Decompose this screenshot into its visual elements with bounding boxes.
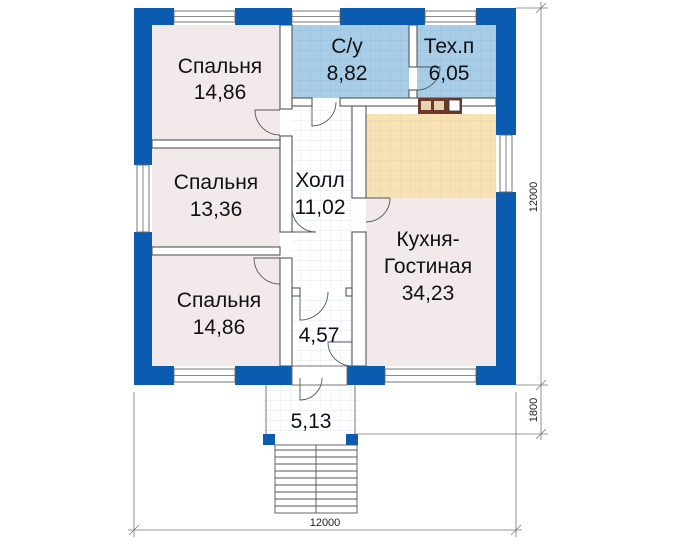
bedroom-mid-name: Спальня <box>174 171 258 194</box>
door-bath <box>311 101 337 127</box>
door-kitchen <box>365 197 391 223</box>
door-bedroom-top <box>254 109 281 136</box>
stairs <box>274 444 358 514</box>
entrance <box>265 365 356 434</box>
kitchen-name-line2: Гостиная <box>384 255 472 278</box>
floor-bedroom-top <box>152 25 280 140</box>
door-entrance <box>299 377 323 401</box>
floor-hall <box>292 106 352 288</box>
floor-kitchen-living <box>366 198 496 366</box>
floor-vestibule <box>292 296 352 366</box>
exterior-walls <box>134 8 516 445</box>
door-swings <box>253 66 441 401</box>
door-vestibule <box>299 291 329 321</box>
bedroom-top-area: 14,86 <box>194 81 247 104</box>
bedroom-mid-area: 13,36 <box>190 198 243 221</box>
kitchen-name-line1: Кухня- <box>396 228 459 251</box>
dimension-width: 12000 <box>310 517 341 529</box>
tech-room-area: 6,05 <box>429 62 470 85</box>
door-bedroom-mid <box>291 207 317 233</box>
hall-area: 11,02 <box>295 196 346 219</box>
porch-area: 5,13 <box>291 410 332 433</box>
door-tech <box>416 66 441 91</box>
floor-bedroom-mid <box>152 148 280 247</box>
floors <box>152 25 496 434</box>
door-vestibule-closet <box>327 341 353 367</box>
bath-area: 8,82 <box>327 62 368 85</box>
dimension-porch: 1800 <box>528 398 540 422</box>
floor-porch <box>263 378 358 434</box>
floor-kitchen-work <box>366 114 496 198</box>
window-mullions <box>142 16 507 376</box>
hall-name: Холл <box>295 169 345 192</box>
dimension-lines <box>128 2 548 537</box>
bedroom-top-name: Спальня <box>178 55 262 78</box>
bedroom-bottom-area: 14,86 <box>193 316 246 339</box>
door-bedroom-bottom <box>253 257 281 285</box>
boiler-equipment <box>418 98 462 114</box>
tech-room-name: Тех.п <box>424 35 475 58</box>
entrance-door-opening <box>291 365 348 386</box>
kitchen-area: 34,23 <box>402 282 455 305</box>
bath-name: С/у <box>331 35 363 58</box>
floor-bath <box>292 25 409 98</box>
vestibule-area: 4,57 <box>299 324 340 347</box>
bedroom-bottom-name: Спальня <box>177 289 261 312</box>
dimension-depth: 12000 <box>528 182 540 213</box>
